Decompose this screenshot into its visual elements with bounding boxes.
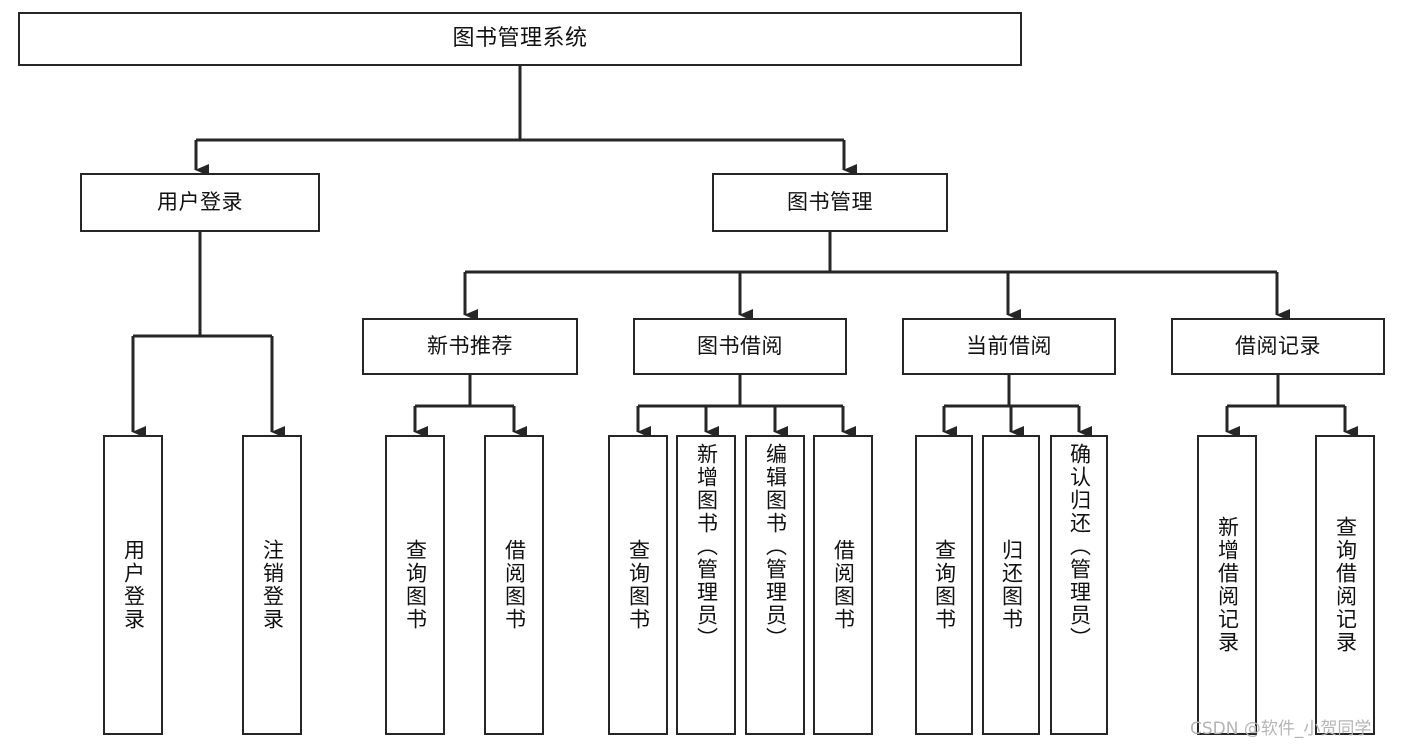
csdn-watermark: CSDN @软件_小贺同学 [1190, 719, 1372, 739]
node-leaf-query-book-1[interactable]: 查询图书 [385, 435, 445, 735]
node-leaf-query-book-2[interactable]: 查询图书 [608, 435, 668, 735]
node-leaf-add-borrow-record[interactable]: 新增借阅记录 [1197, 435, 1257, 735]
node-root-label: 图书管理系统 [452, 25, 588, 51]
node-leaf-logout-login[interactable]: 注销登录 [242, 435, 302, 735]
node-leaf-add-book-admin[interactable]: 新增图书（管理员） [676, 435, 736, 735]
node-leaf-add-borrow-record-label: 新增借阅记录 [1215, 516, 1240, 654]
node-leaf-query-book-1-label: 查询图书 [403, 539, 428, 631]
node-root[interactable]: 图书管理系统 [18, 12, 1022, 66]
node-leaf-user-login-label: 用户登录 [121, 539, 146, 631]
node-leaf-borrow-book-2[interactable]: 借阅图书 [813, 435, 873, 735]
node-leaf-borrow-book-2-label: 借阅图书 [831, 539, 856, 631]
node-leaf-add-book-admin-label: 新增图书（管理员） [694, 443, 719, 650]
node-leaf-user-login[interactable]: 用户登录 [103, 435, 163, 735]
node-leaf-edit-book-admin-label: 编辑图书（管理员） [763, 443, 788, 650]
node-leaf-query-borrow-record-label: 查询借阅记录 [1333, 516, 1358, 654]
node-current-borrow-label: 当前借阅 [966, 333, 1052, 358]
node-leaf-return-book[interactable]: 归还图书 [982, 435, 1040, 735]
node-leaf-confirm-return[interactable]: 确认归还（管理员） [1050, 435, 1108, 735]
node-leaf-borrow-book-1-label: 借阅图书 [502, 539, 527, 631]
node-leaf-query-book-2-label: 查询图书 [626, 539, 651, 631]
node-user-login[interactable]: 用户登录 [80, 173, 320, 232]
node-leaf-logout-login-label: 注销登录 [260, 539, 285, 631]
node-current-borrow[interactable]: 当前借阅 [902, 318, 1116, 375]
node-user-login-label: 用户登录 [157, 189, 243, 214]
node-leaf-edit-book-admin[interactable]: 编辑图书（管理员） [745, 435, 805, 735]
node-leaf-query-book-3[interactable]: 查询图书 [915, 435, 973, 735]
node-book-manage-label: 图书管理 [787, 189, 873, 214]
node-new-book-recommend-label: 新书推荐 [427, 333, 513, 358]
node-leaf-query-borrow-record[interactable]: 查询借阅记录 [1315, 435, 1375, 735]
node-leaf-return-book-label: 归还图书 [999, 539, 1024, 631]
node-leaf-borrow-book-1[interactable]: 借阅图书 [484, 435, 544, 735]
node-leaf-query-book-3-label: 查询图书 [932, 539, 957, 631]
node-leaf-confirm-return-label: 确认归还（管理员） [1067, 443, 1092, 650]
node-new-book-recommend[interactable]: 新书推荐 [362, 318, 578, 375]
node-borrow-record[interactable]: 借阅记录 [1171, 318, 1385, 375]
node-book-manage[interactable]: 图书管理 [712, 173, 948, 232]
node-book-borrow-label: 图书借阅 [697, 333, 783, 358]
node-book-borrow[interactable]: 图书借阅 [633, 318, 847, 375]
node-borrow-record-label: 借阅记录 [1235, 333, 1321, 358]
